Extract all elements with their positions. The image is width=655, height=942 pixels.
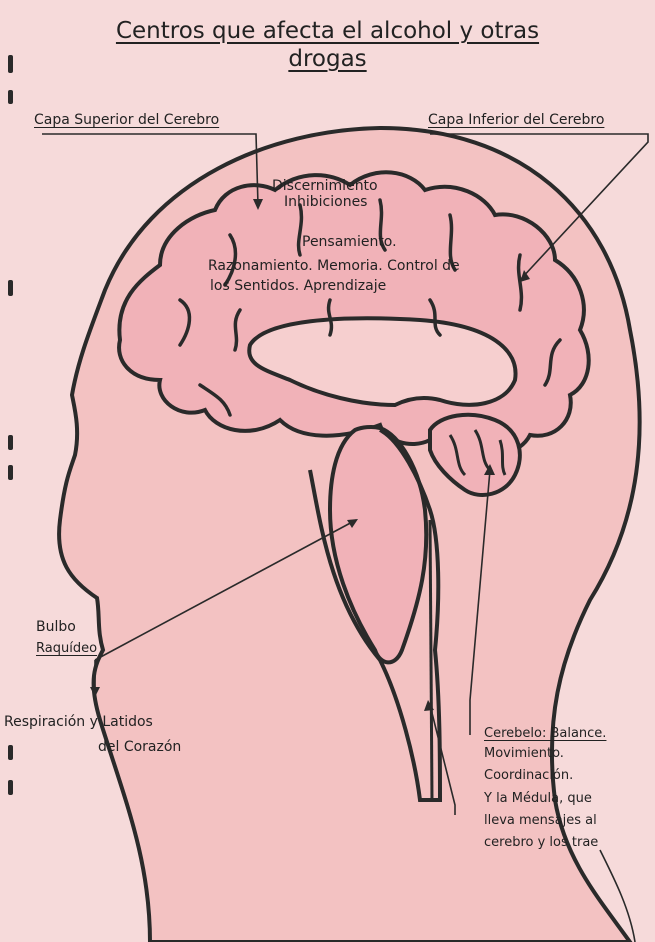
label-thought-3: los Sentidos. Aprendizaje (210, 278, 386, 295)
spinal-cord-line (430, 520, 432, 800)
diagram-title-line-2: drogas (0, 46, 655, 72)
margin-mark (8, 90, 13, 104)
margin-mark (8, 780, 13, 795)
margin-mark (8, 745, 13, 760)
label-cerebelo: Cerebelo: Balance. (484, 725, 606, 742)
label-respiration-2: del Corazón (98, 739, 181, 756)
diagram-title-line-1: Centros que afecta el alcohol y otras (0, 18, 655, 44)
label-cerebro-trae: cerebro y los trae (484, 834, 598, 851)
label-bulbo: Bulbo (36, 619, 76, 636)
margin-mark (8, 435, 13, 450)
label-lower-brain: Capa Inferior del Cerebro (428, 112, 604, 129)
label-mensajes: lleva mensajes al (484, 812, 597, 829)
label-medula: Y la Médula, que (484, 790, 592, 807)
label-respiration-1: Respiración y Latidos (4, 714, 153, 731)
label-movimiento: Movimiento. (484, 745, 564, 762)
label-coordinacion: Coordinación. (484, 767, 573, 784)
label-thought-1: Pensamiento. (302, 234, 397, 251)
margin-mark (8, 465, 13, 480)
margin-mark (8, 280, 13, 296)
label-inhibitions: Inhibiciones (284, 194, 367, 211)
label-thought-2: Razonamiento. Memoria. Control de (208, 258, 460, 275)
label-discernment: Discernimiento (272, 178, 378, 195)
label-raquideo: Raquídeo (36, 640, 97, 657)
label-upper-brain: Capa Superior del Cerebro (34, 112, 219, 129)
